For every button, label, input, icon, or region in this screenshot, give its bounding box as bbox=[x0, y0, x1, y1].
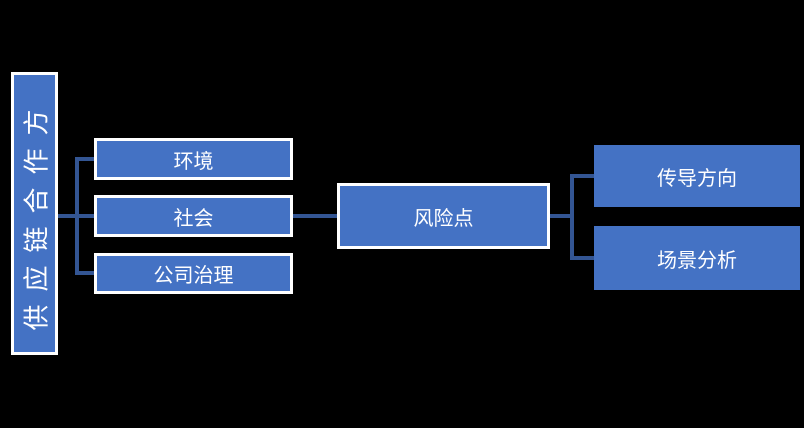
node-supply-chain-partner: 供应链合作方 bbox=[11, 72, 58, 355]
node-transmission-direction-label: 传导方向 bbox=[657, 167, 737, 190]
node-scenario-analysis: 场景分析 bbox=[594, 226, 800, 290]
connector-risk-to-bracket bbox=[550, 214, 574, 218]
node-society-label: 社会 bbox=[173, 207, 214, 230]
node-environment: 环境 bbox=[94, 138, 293, 180]
connector-society-to-risk bbox=[293, 214, 337, 218]
node-environment-label: 环境 bbox=[173, 150, 214, 173]
connector-right-bracket bbox=[570, 174, 574, 260]
node-risk-point: 风险点 bbox=[337, 183, 550, 249]
node-corporate-governance: 公司治理 bbox=[94, 253, 293, 294]
connector-left-bracket bbox=[75, 157, 79, 275]
node-supply-chain-partner-label: 供应链合作方 bbox=[21, 96, 52, 331]
node-corporate-governance-label: 公司治理 bbox=[153, 265, 234, 287]
node-transmission-direction: 传导方向 bbox=[594, 145, 800, 207]
connector-stub-scenario bbox=[574, 256, 594, 260]
connector-stub-governance bbox=[79, 271, 94, 275]
node-scenario-analysis-label: 场景分析 bbox=[657, 249, 737, 272]
connector-stub-environment bbox=[79, 157, 94, 161]
node-risk-point-label: 风险点 bbox=[413, 207, 474, 230]
connector-stub-transmission bbox=[574, 174, 594, 178]
node-society: 社会 bbox=[94, 195, 293, 237]
